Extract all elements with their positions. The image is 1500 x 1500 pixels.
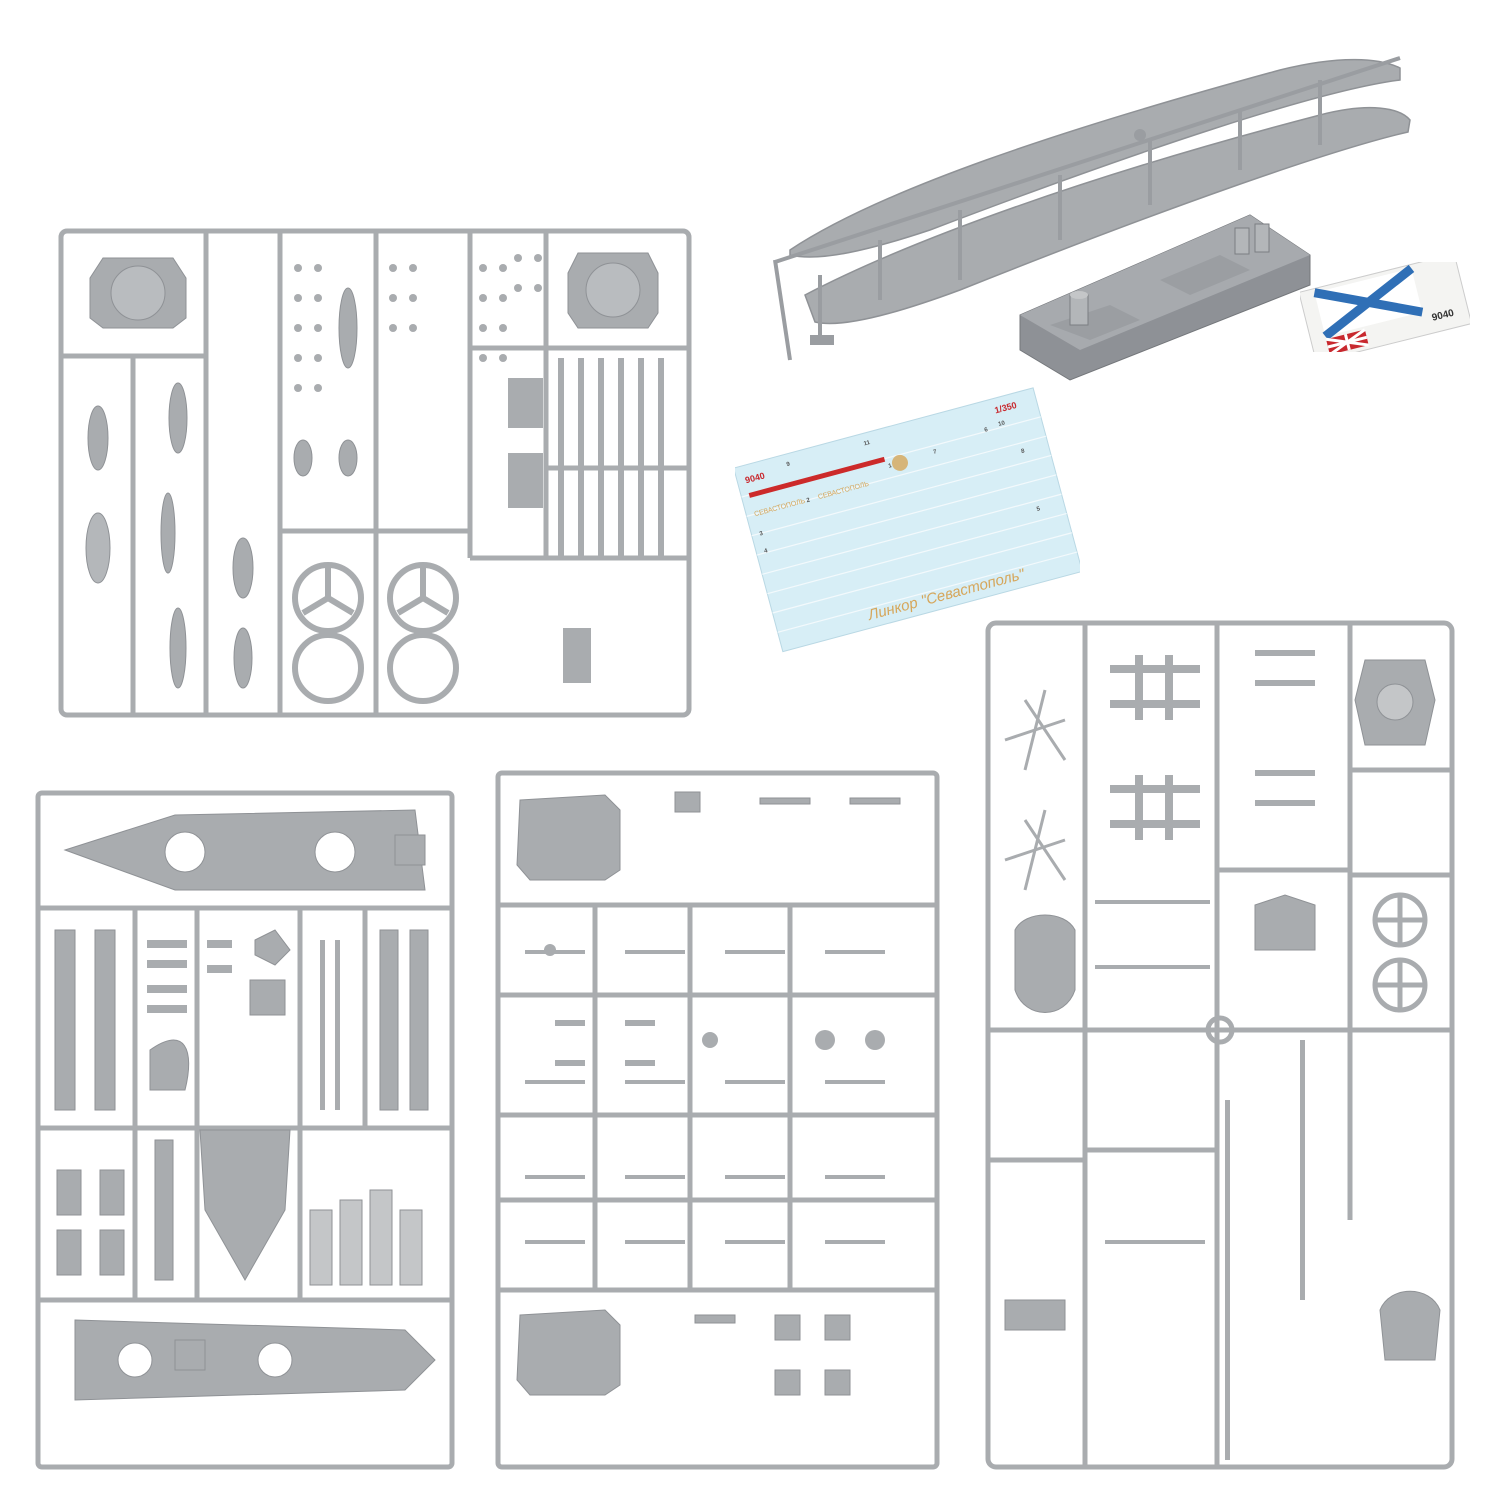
decal-red-stripe [748, 456, 886, 498]
decal-number: 3 [759, 531, 764, 538]
decal-number: 10 [998, 420, 1007, 428]
decal-number: 9 [786, 461, 791, 468]
andreevsky-flag-icon [1313, 264, 1424, 340]
decal-sheet: 1/350 9040 СЕВАСТОПОЛЬ СЕВАСТОПОЛЬ 9 11 … [733, 385, 1083, 655]
decal-number: 2 [806, 497, 811, 504]
decal-number: 7 [933, 449, 938, 456]
flag-decal-card: 9040 [1298, 253, 1473, 363]
hull-halves [760, 40, 1420, 370]
sprue-d [985, 620, 1455, 1470]
decal-number: 8 [1021, 448, 1026, 455]
display-stand [1010, 210, 1315, 385]
decal-number: 4 [764, 548, 769, 555]
sprue-a [58, 228, 692, 718]
decal-number: 5 [1036, 506, 1041, 513]
decal-number: 6 [984, 427, 989, 434]
sprue-b [35, 790, 455, 1470]
union-jack-icon [1325, 328, 1369, 356]
eagle-crest-icon [891, 454, 908, 471]
decal-number: 1 [888, 463, 893, 470]
decal-number: 11 [863, 440, 871, 448]
flag-card-number: 9040 [1431, 308, 1456, 324]
sprue-c [495, 770, 940, 1470]
